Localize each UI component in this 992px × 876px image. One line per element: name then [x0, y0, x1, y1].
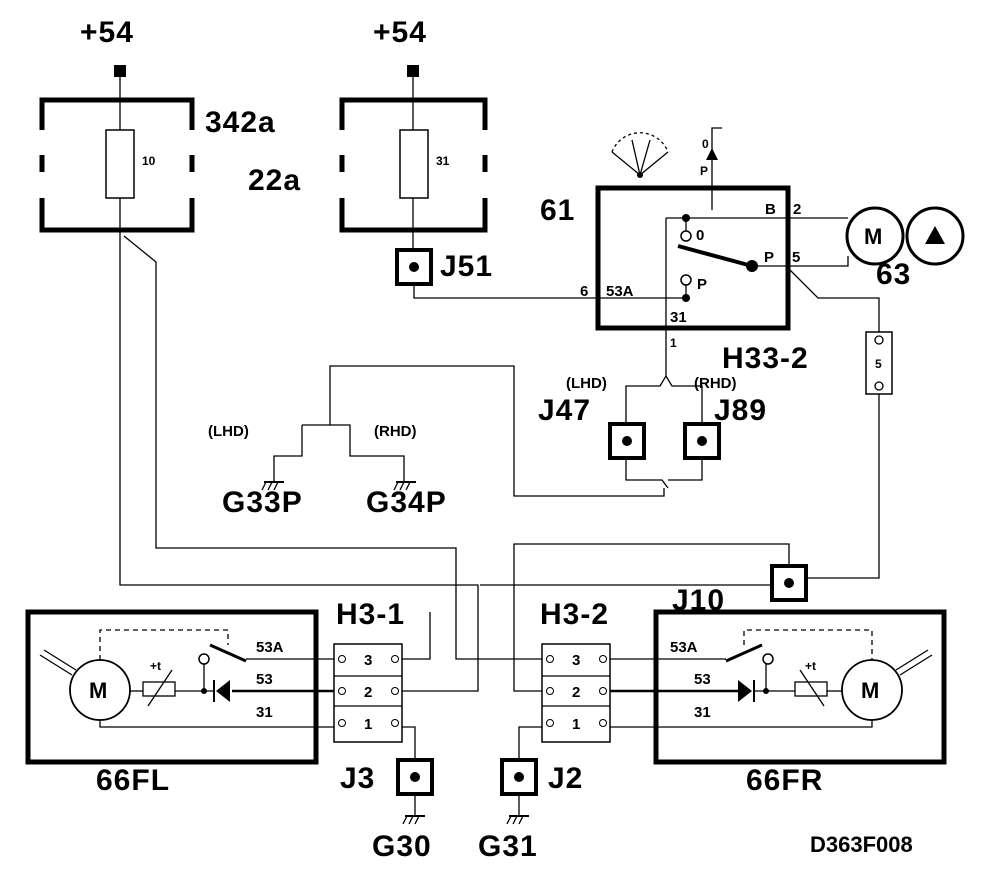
fuse-box-342a [39, 97, 195, 233]
h3-2-pin-3: 3 [572, 652, 580, 669]
wiper-motor-66fr [653, 609, 947, 765]
supply-label-left: +54 [80, 16, 134, 49]
pin-label-53a: 53A [606, 283, 634, 300]
pin-label-2: 2 [793, 201, 801, 218]
wiper-arm-icon [39, 654, 73, 676]
connector-h3-1-label: H3-1 [336, 598, 405, 631]
supply-terminal-mid [407, 65, 419, 77]
motor-label-66fr: 66FR [746, 764, 823, 797]
terminal-31-fr: 31 [694, 704, 711, 721]
diagram-code: D363F008 [810, 832, 913, 857]
junction-label-j89: J89 [714, 394, 767, 427]
connector-h3-2-label: H3-2 [540, 598, 609, 631]
pump-motor-symbol: M [864, 224, 882, 249]
wiper-gauge-icon [611, 132, 669, 178]
h3-2-pin-2: 2 [572, 684, 580, 701]
pin-label-p: P [764, 249, 774, 266]
pin-label-0: 0 [696, 227, 704, 244]
wiper-pos-p-label: P [700, 164, 708, 178]
terminal-53-fl: 53 [256, 671, 273, 688]
rhd-label-left: (RHD) [374, 423, 417, 440]
junction-dot [409, 262, 419, 272]
motor-label-66fl: 66FL [96, 764, 170, 797]
terminal-53a-fr: 53A [670, 639, 698, 656]
lhd-label-left: (LHD) [208, 423, 249, 440]
rhd-label-top: (RHD) [694, 375, 737, 392]
fuse-box-label-22a: 22a [248, 164, 301, 197]
connector-h33-2-pin: 5 [875, 357, 882, 371]
ground-label-g34p: G34P [366, 486, 447, 519]
fuse-value-342a: 10 [142, 154, 156, 168]
diode-icon [738, 680, 752, 702]
connector-h33-2-label: H33-2 [722, 342, 809, 375]
junction-label-j51: J51 [440, 250, 493, 283]
ground-icon [506, 815, 529, 825]
ptc-thermistor-icon [794, 681, 828, 697]
lhd-label-top: (LHD) [566, 375, 607, 392]
h3-1-pin-1: 1 [364, 716, 372, 733]
fuse-box-label-342a: 342a [205, 106, 276, 139]
pump-motor-63 [845, 206, 965, 266]
park-switch [677, 214, 758, 302]
pin-label-p-inner: P [697, 276, 707, 293]
pin-label-31: 31 [670, 309, 687, 326]
motor-symbol-fl: M [89, 678, 107, 703]
terminal-53-fr: 53 [694, 671, 711, 688]
wiper-motor-66fl [25, 609, 319, 765]
ground-icon [393, 481, 416, 491]
ground-label-g30: G30 [372, 830, 432, 863]
wiring [99, 77, 880, 816]
wiper-arm-icon [899, 654, 933, 676]
junction-label-j3: J3 [340, 762, 375, 795]
pin-label-6: 6 [580, 283, 588, 300]
switch-unit-61 [595, 185, 791, 331]
pin-label-1: 1 [670, 336, 677, 350]
pin-label-5: 5 [792, 249, 800, 266]
supply-terminal-left [114, 65, 126, 77]
wiper-pos-0-label: 0 [702, 137, 709, 151]
thermal-label-fr: +t [805, 659, 816, 673]
connector-h3-2 [541, 643, 611, 743]
fuse-value-22a: 31 [436, 154, 450, 168]
terminal-31-fl: 31 [256, 704, 273, 721]
thermal-label-fl: +t [150, 659, 161, 673]
ground-label-g31: G31 [478, 830, 538, 863]
h3-1-pin-2: 2 [364, 684, 372, 701]
fuse-icon [399, 129, 429, 199]
junction-label-j47: J47 [538, 394, 591, 427]
h3-2-pin-1: 1 [572, 716, 580, 733]
motor-symbol-fr: M [861, 678, 879, 703]
connector-h3-1 [333, 643, 403, 743]
h3-1-pin-3: 3 [364, 652, 372, 669]
ground-label-g33p: G33P [222, 486, 303, 519]
ground-icon [261, 481, 284, 491]
ground-icon [402, 815, 425, 825]
pump-unit-label: 63 [876, 258, 911, 291]
supply-label-mid: +54 [373, 16, 427, 49]
switch-unit-label: 61 [540, 194, 575, 227]
pin-label-b: B [765, 201, 776, 218]
terminal-53a-fl: 53A [256, 639, 284, 656]
junction-label-j2: J2 [548, 762, 583, 795]
fuse-icon [105, 129, 135, 199]
diode-icon [216, 680, 230, 702]
